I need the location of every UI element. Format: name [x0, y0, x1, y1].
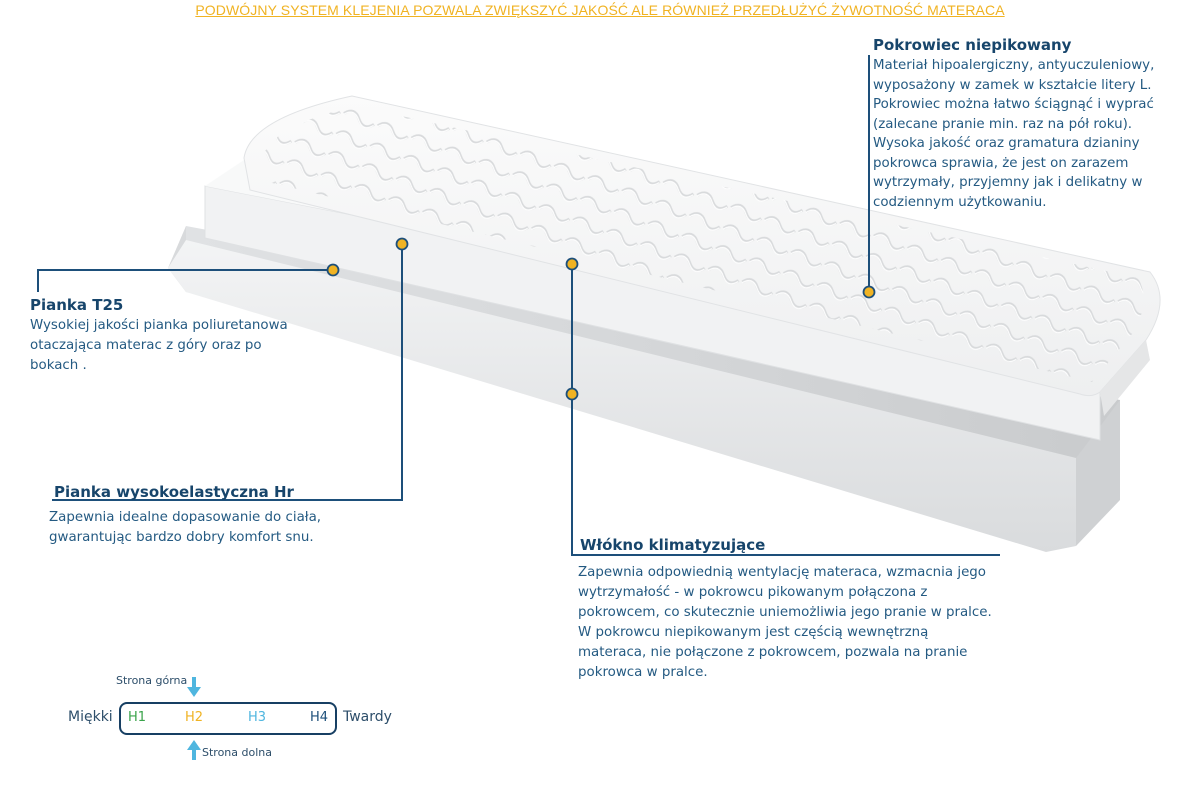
marker-dot-fiber-top — [565, 257, 579, 271]
fiber-title: Włókno klimatyzujące — [580, 536, 766, 554]
t25-line: otaczająca materac z góry oraz po — [30, 338, 262, 353]
cover-top — [243, 95, 1161, 416]
hard-label: Twardy — [343, 709, 392, 725]
cover-line: Pokrowiec można łatwo ściągnąć i wyprać — [873, 97, 1154, 112]
fiber-line: Zapewnia odpowiednią wentylację materaca… — [578, 565, 987, 580]
firmness-level-h2: H2 — [185, 710, 204, 725]
leader-line-fiber — [571, 264, 1000, 556]
marker-dot-fiber-bottom — [565, 387, 579, 401]
t25-line: Wysokiej jakości pianka poliuretanowa — [30, 318, 288, 333]
firmness-scale — [119, 702, 337, 735]
fiber-line: W pokrowcu niepikowanym jest częścią wew… — [578, 625, 929, 640]
fiber-line: pokrowcem, co skutecznie uniemożliwia je… — [578, 605, 992, 620]
mattress-base — [168, 226, 1120, 552]
headline: PODWÓJNY SYSTEM KLEJENIA POZWALA ZWIĘKSZ… — [195, 2, 1005, 18]
firmness-level-h1: H1 — [128, 710, 147, 725]
arrow-down-icon — [187, 677, 201, 697]
t25-line: bokach . — [30, 358, 87, 373]
marker-dot-hr — [395, 237, 409, 251]
cover-line: wytrzymały, przyjemny jak i delikatny w — [873, 175, 1143, 190]
soft-label: Miękki — [68, 709, 113, 725]
cover-line: pokrowca sprawia, że jest on zarazem — [873, 155, 1129, 171]
t25-description: Wysokiej jakości pianka poliuretanowa ot… — [30, 316, 288, 376]
firmness-level-h3: H3 — [248, 710, 267, 725]
firmness-level-h4: H4 — [310, 710, 329, 725]
marker-dot-cover — [862, 285, 876, 299]
fiber-line: materaca, nie połączone z pokrowcem, poz… — [578, 645, 968, 660]
top-side-label: Strona górna — [116, 674, 188, 687]
cover-title: Pokrowiec niepikowany — [873, 36, 1072, 54]
bottom-side-label: Strona dolna — [202, 746, 272, 759]
fiber-line: wytrzymałość - w pokrowcu pikowanym połą… — [578, 585, 928, 600]
cover-line: Wysoka jakość oraz gramatura dzianiny — [873, 136, 1140, 151]
hr-line: Zapewnia idealne dopasowanie do ciała, — [49, 510, 322, 525]
marker-dot-t25 — [326, 263, 340, 277]
leader-line-hr — [52, 244, 403, 501]
cover-description: Materiał hipoalergiczny, antyuczuleniowy… — [873, 56, 1154, 212]
t25-title: Pianka T25 — [30, 296, 124, 314]
leader-line-t25 — [37, 269, 333, 292]
cover-line: Materiał hipoalergiczny, antyuczuleniowy… — [873, 58, 1155, 73]
cover-line: codziennym użytkowaniu. — [873, 194, 1047, 210]
hr-description: Zapewnia idealne dopasowanie do ciała, g… — [49, 508, 321, 548]
hr-title: Pianka wysokoelastyczna Hr — [54, 483, 294, 501]
cover-line: wyposażony w zamek w kształcie litery L. — [873, 77, 1152, 93]
fiber-line: pokrowca w pralce. — [578, 665, 708, 680]
hr-line: gwarantując bardzo dobry komfort snu. — [49, 530, 314, 545]
arrow-up-icon — [187, 740, 201, 760]
cover-line: (zalecane pranie min. raz na pół roku). — [873, 116, 1133, 132]
fiber-description: Zapewnia odpowiednią wentylację materaca… — [578, 563, 992, 683]
